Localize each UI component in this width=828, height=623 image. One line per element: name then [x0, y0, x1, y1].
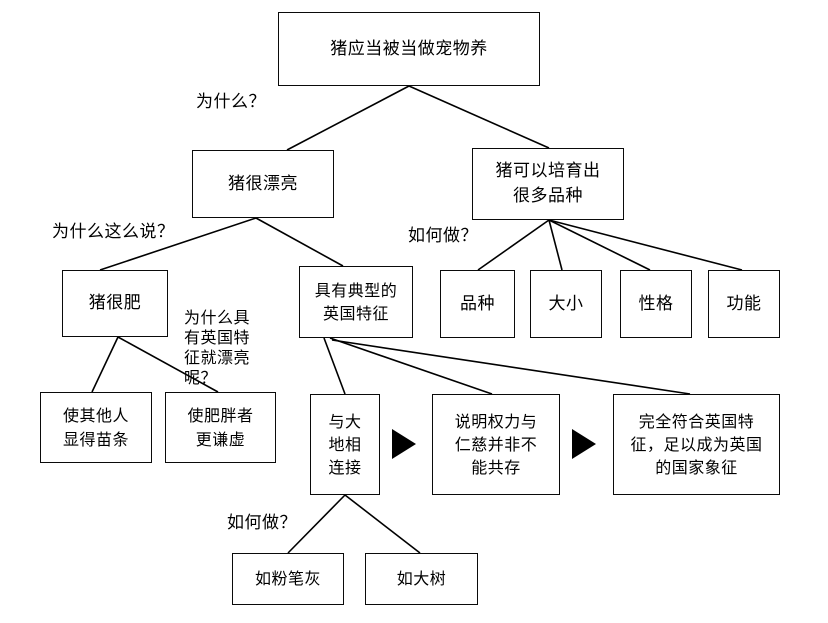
edge-fat-to-others-slim	[91, 336, 119, 393]
edge-british-to-national-symbol	[331, 339, 691, 395]
node-function[interactable]: 功能	[708, 270, 780, 338]
node-pretty[interactable]: 猪很漂亮	[192, 150, 334, 218]
node-earth-link[interactable]: 与大地相连接	[310, 394, 380, 495]
label-why-line: 为什么？	[196, 92, 266, 112]
node-others-slim-line: 显得苗条	[62, 429, 129, 449]
edge-british-to-earth-link	[323, 337, 346, 395]
node-breeds-line: 很多品种	[513, 186, 583, 206]
label-how-to-do-bottom-line: 如何做？	[227, 513, 297, 533]
label-why-british-pretty-line: 征就漂亮	[184, 348, 251, 367]
node-function-line: 功能	[726, 293, 762, 314]
arrow-power-to-symbol	[572, 429, 596, 459]
edge-pretty-to-british	[255, 217, 344, 267]
node-earth-link-line: 地相	[328, 434, 362, 454]
node-british-line: 具有典型的	[314, 280, 398, 300]
node-chalk[interactable]: 如粉笔灰	[232, 553, 344, 605]
label-how-to-do-right: 如何做？	[408, 226, 478, 247]
node-temperament-line: 性格	[638, 293, 674, 314]
node-root[interactable]: 猪应当被当做宠物养	[278, 12, 540, 86]
label-how-to-do-bottom: 如何做？	[227, 513, 297, 534]
label-why-say-so-line: 为什么这么说？	[52, 222, 175, 242]
node-breeds-line: 猪可以培育出	[495, 161, 601, 182]
node-variety-line: 品种	[460, 293, 495, 314]
node-power-mercy-line: 仁慈并非不	[454, 434, 538, 454]
node-national-symbol[interactable]: 完全符合英国特征，足以成为英国的国家象征	[613, 394, 780, 495]
node-size[interactable]: 大小	[530, 270, 602, 338]
label-why-british-pretty: 为什么具有英国特征就漂亮呢？	[184, 308, 250, 388]
edge-british-to-power-mercy	[329, 337, 493, 395]
node-pretty-line: 猪很漂亮	[228, 173, 298, 194]
node-british[interactable]: 具有典型的英国特征	[299, 266, 413, 338]
node-root-line: 猪应当被当做宠物养	[330, 38, 488, 59]
node-power-mercy-line: 说明权力与	[454, 411, 538, 431]
node-temperament[interactable]: 性格	[620, 270, 692, 338]
node-fat-humble-line: 使肥胖者	[187, 406, 254, 426]
node-power-mercy-line: 能共存	[471, 458, 521, 478]
node-breeds[interactable]: 猪可以培育出很多品种	[472, 148, 624, 220]
node-fat-humble[interactable]: 使肥胖者更谦虚	[165, 392, 276, 463]
node-others-slim-line: 使其他人	[62, 406, 129, 426]
node-others-slim[interactable]: 使其他人显得苗条	[40, 392, 152, 463]
node-national-symbol-line: 征，足以成为英国	[630, 434, 763, 454]
label-how-to-do-right-line: 如何做？	[408, 226, 478, 246]
node-big-tree-line: 如大树	[396, 569, 447, 589]
node-national-symbol-line: 完全符合英国特	[638, 411, 755, 431]
node-big-tree[interactable]: 如大树	[365, 553, 478, 605]
node-power-mercy[interactable]: 说明权力与仁慈并非不能共存	[432, 394, 560, 495]
node-british-line: 英国特征	[322, 304, 389, 323]
edge-breeds-to-size	[548, 219, 563, 271]
node-chalk-line: 如粉笔灰	[254, 569, 321, 589]
label-why-british-pretty-line: 为什么具	[184, 308, 251, 327]
edge-breeds-to-function	[548, 219, 743, 271]
edge-earth-link-to-big-tree	[344, 494, 421, 554]
node-national-symbol-line: 的国家象征	[655, 458, 738, 478]
edge-root-to-breeds	[408, 85, 550, 149]
node-fat-line: 猪很肥	[88, 293, 142, 314]
node-earth-link-line: 连接	[328, 458, 362, 478]
node-fat-humble-line: 更谦虚	[195, 429, 246, 449]
node-fat[interactable]: 猪很肥	[62, 270, 168, 337]
node-earth-link-line: 与大	[328, 411, 362, 431]
edge-breeds-to-temperament	[548, 219, 651, 271]
label-why-say-so: 为什么这么说？	[52, 222, 175, 243]
edge-breeds-to-variety	[477, 219, 550, 271]
node-size-line: 大小	[548, 293, 584, 314]
label-why-british-pretty-line: 呢？	[184, 368, 218, 387]
label-why: 为什么？	[196, 92, 266, 113]
arrow-earth-to-power	[392, 429, 416, 459]
label-why-british-pretty-line: 有英国特	[184, 328, 251, 347]
edge-root-to-pretty	[286, 85, 410, 151]
node-variety[interactable]: 品种	[440, 270, 515, 338]
